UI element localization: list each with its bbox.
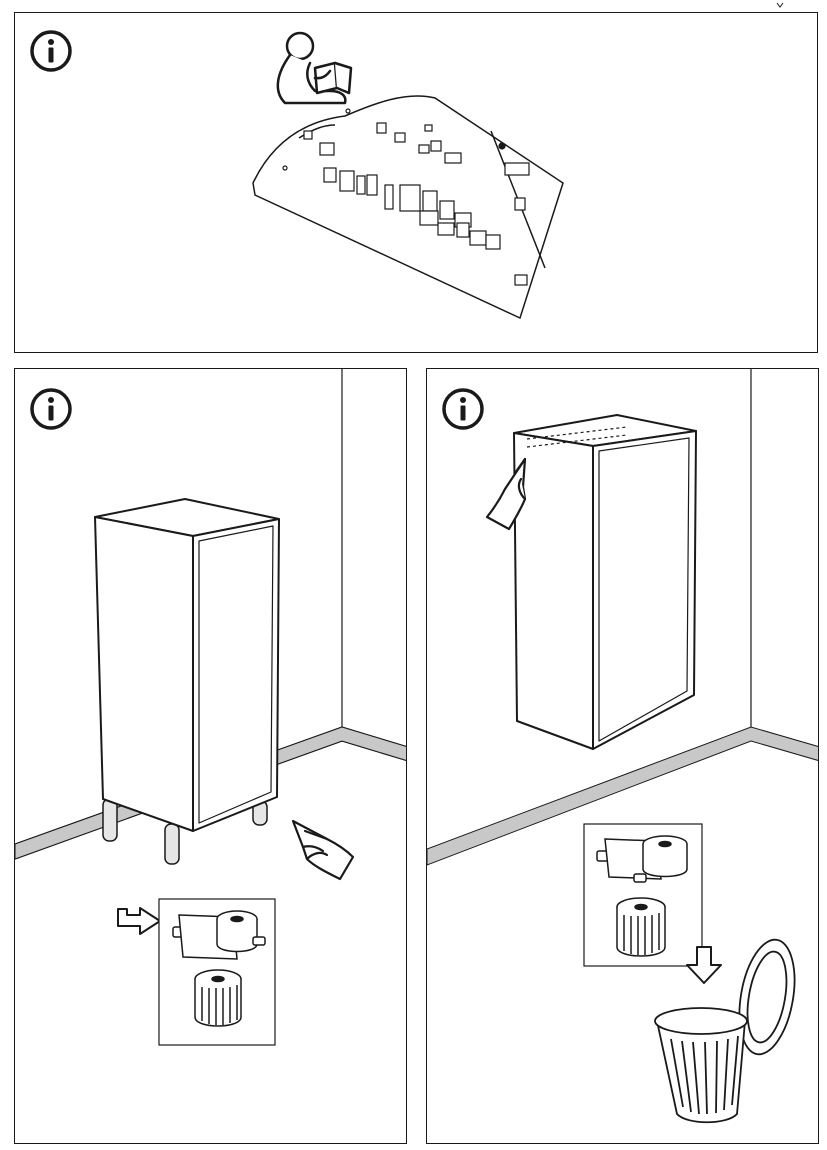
info-icon [30, 388, 72, 430]
cabinet-on-legs-illustration [15, 369, 406, 1046]
cabinet [94, 498, 280, 832]
pointing-hand-icon [485, 457, 527, 531]
leveling-foot-bracket [596, 835, 688, 883]
pointing-hand-icon [291, 819, 355, 881]
info-icon [442, 388, 484, 430]
panel-cabinet-on-legs [14, 368, 407, 1144]
wall-cabinet-illustration [427, 369, 818, 1124]
reading-instructions-illustration [252, 31, 564, 320]
sheet-thumbnails [282, 108, 530, 286]
person-reading-figure [276, 31, 353, 105]
leveling-foot-cap [194, 969, 242, 1027]
panel-wall-mounted-cabinet [426, 368, 819, 1144]
discard-arrow-icon [686, 946, 722, 984]
mounting-rail-dashed [526, 426, 628, 448]
trash-can-icon [654, 938, 796, 1124]
insert-arrow-icon [117, 907, 161, 935]
leveling-foot-cap [616, 897, 666, 957]
info-icon [30, 30, 72, 72]
panel-read-instructions [14, 12, 818, 353]
corner-mark [776, 2, 784, 8]
leveling-foot-bracket [172, 910, 266, 960]
skirting-board [427, 726, 818, 866]
skirting-board [15, 726, 406, 860]
cabinet-legs [102, 798, 268, 865]
cabinet [513, 414, 697, 750]
